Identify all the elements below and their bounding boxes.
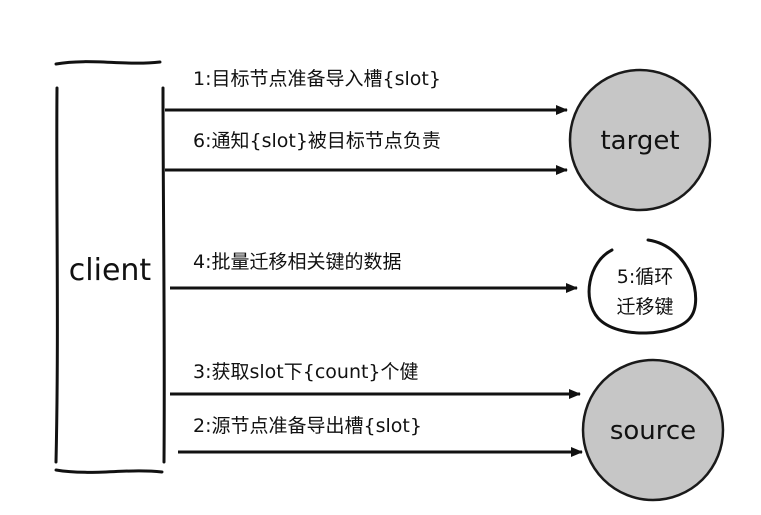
client-box-top-edge [54, 60, 162, 66]
client-box-bottom-edge [54, 468, 164, 474]
loop-label-line2: 迁移键 [616, 296, 673, 318]
arrow-2: 2:源节点准备导出槽{slot} [178, 415, 583, 457]
arrow-6: 6:通知{slot}被目标节点负责 [165, 130, 568, 175]
target-node: target [568, 68, 712, 212]
source-label: source [610, 416, 696, 446]
arrow-4: 4:批量迁移相关键的数据 [170, 251, 578, 293]
arrow-3: 3:获取slot下{count}个健 [170, 361, 581, 399]
arrow-1-label: 1:目标节点准备导入槽{slot} [193, 68, 441, 90]
source-node: source [581, 358, 725, 502]
arrow-2-label: 2:源节点准备导出槽{slot} [193, 415, 422, 437]
source-circle [581, 358, 725, 502]
arrow-1: 1:目标节点准备导入槽{slot} [165, 68, 568, 115]
loop-circle [587, 238, 698, 335]
client-box-left-edge [54, 86, 59, 464]
target-label: target [600, 126, 679, 156]
migrate-keys-loop: 5:循环 迁移键 [587, 238, 698, 335]
client-box: client [54, 60, 166, 474]
arrow-4-label: 4:批量迁移相关键的数据 [193, 251, 402, 273]
client-box-right-edge [161, 86, 166, 464]
client-label: client [69, 253, 152, 288]
loop-label-line1: 5:循环 [617, 266, 674, 288]
arrow-6-label: 6:通知{slot}被目标节点负责 [193, 130, 441, 152]
target-circle [568, 68, 712, 212]
arrow-3-label: 3:获取slot下{count}个健 [193, 361, 419, 383]
